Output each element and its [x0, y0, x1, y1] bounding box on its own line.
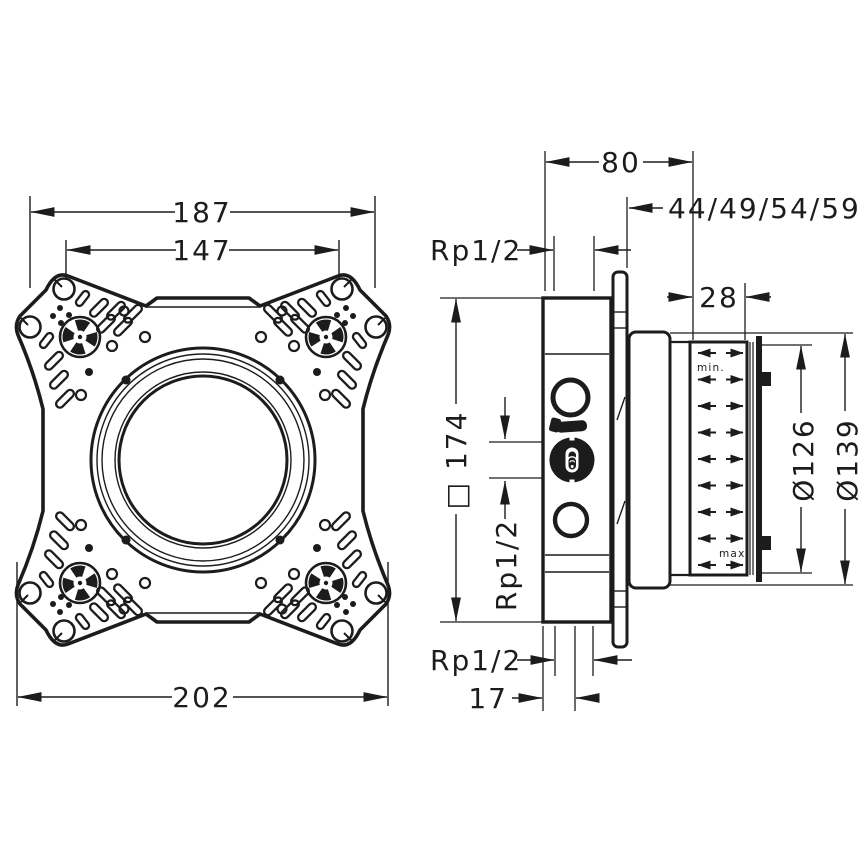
dim-outer-width-bottom	[16, 562, 389, 706]
label-max: max.	[719, 548, 750, 560]
dim-label-thread-bottom: Rp1/2	[430, 644, 522, 677]
body-port-top-circle	[550, 377, 591, 418]
dim-label-28: 28	[699, 281, 739, 314]
dim-label-thread-middle: Rp1/2	[490, 519, 523, 611]
side-view: min. max. 80 44/49/54/59 Rp1/2 28 □ 174	[430, 146, 864, 715]
dim-outer-width-top	[29, 196, 376, 288]
plate-fold-lines	[146, 306, 260, 614]
center-outlet-logo	[549, 436, 595, 484]
sleeve	[671, 340, 749, 577]
dim-label-174: □ 174	[440, 411, 473, 510]
stop-valve-lever	[548, 417, 588, 433]
cover-plate	[611, 270, 629, 649]
body-port-bottom-circle	[552, 501, 590, 539]
front-view: 187 147 202	[16, 196, 389, 714]
dim-label-thread-top: Rp1/2	[430, 234, 522, 267]
plate-lobes	[20, 279, 387, 642]
dim-label-187: 187	[172, 196, 231, 229]
dim-label-dia139: Ø139	[831, 418, 864, 501]
sleeve-depth-arrows	[697, 348, 744, 570]
mounting-plate-outline	[14, 273, 392, 647]
dim-hole-spacing	[65, 240, 340, 280]
wall-flange	[749, 336, 771, 582]
dim-label-dia126: Ø126	[787, 418, 820, 501]
dim-label-147: 147	[172, 234, 231, 267]
label-min: min.	[697, 362, 725, 374]
extension-lines	[440, 151, 853, 711]
ibox-body	[541, 296, 613, 624]
dim-label-202: 202	[172, 681, 231, 714]
plate-center-rings	[89, 346, 317, 574]
dim-label-17: 17	[468, 682, 508, 715]
dim-label-80: 80	[601, 146, 641, 179]
collar	[627, 330, 672, 590]
dim-label-install-depth: 44/49/54/59	[668, 192, 861, 225]
